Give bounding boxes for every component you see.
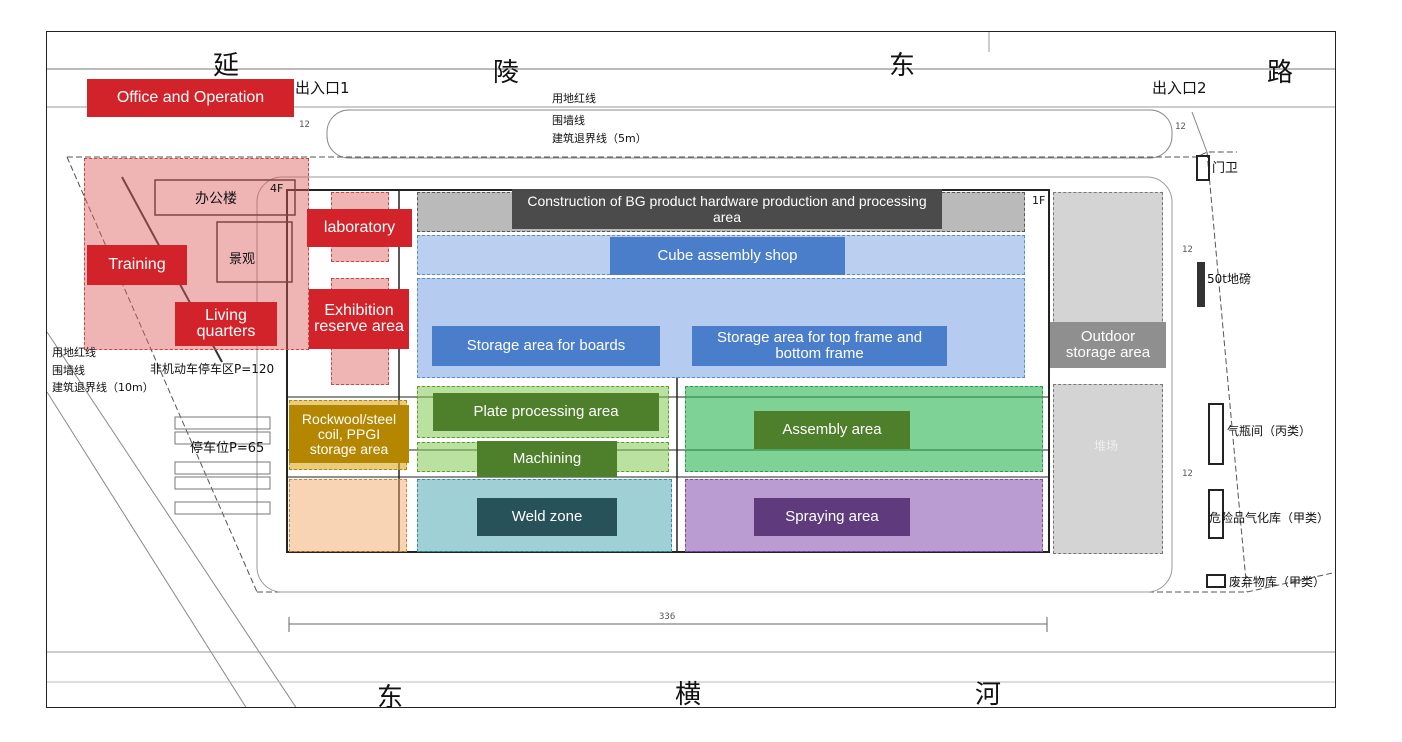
dimension-12-left: 12 (299, 120, 310, 130)
yard-text: 堆场 (1094, 439, 1119, 453)
dimension-12-right: 12 (1175, 122, 1186, 132)
label-office-operation: Office and Operation (87, 79, 294, 117)
office-building-text: 办公楼 (195, 191, 237, 207)
label-bg-hardware: Construction of BG product hardware prod… (512, 189, 942, 229)
site-plan-frame: 延 陵 东 路 东 横 河 出入口1 出入口2 用地红线 围墙线 建筑退界线（5… (46, 31, 1336, 708)
road-north-3: 东 (889, 51, 916, 81)
label-weld-zone: Weld zone (477, 498, 617, 536)
land-line-text: 用地红线 (552, 92, 596, 105)
left-land-line-text: 用地红线 (52, 346, 96, 359)
label-rockwool-storage: Rockwool/steel coil, PPGI storage area (289, 405, 409, 463)
label-plate-processing: Plate processing area (433, 393, 659, 431)
road-south-3: 河 (975, 680, 1002, 708)
label-cube-assembly: Cube assembly shop (610, 237, 845, 275)
label-storage-boards: Storage area for boards (432, 326, 660, 366)
setback-5m-text: 建筑退界线（5m） (552, 132, 647, 145)
gas-room-text: 气瓶间（丙类） (1227, 424, 1312, 438)
label-training: Training (87, 245, 187, 285)
gate-text: 门卫 (1212, 161, 1239, 176)
road-north-1: 延 (213, 51, 240, 81)
label-storage-top-bottom-frame: Storage area for top frame and bottom fr… (692, 326, 947, 366)
office-floors-text: 4F (270, 182, 284, 195)
left-setback-text: 建筑退界线（10m） (52, 381, 154, 394)
zone-warehouse-shade (289, 479, 407, 552)
label-outdoor-storage: Outdoor storage area (1050, 322, 1166, 368)
bike-parking-text: 非机动车停车区P=120 (150, 362, 275, 376)
landscape-text: 景观 (229, 252, 256, 267)
label-exhibition-reserve: Exhibition reserve area (309, 289, 409, 349)
floor-1f-text: 1F (1032, 194, 1046, 207)
entrance-2-text: 出入口2 (1152, 79, 1207, 97)
zone-outdoor-shade-bottom (1053, 384, 1163, 554)
label-living-quarters: Living quarters (175, 302, 277, 346)
dimension-336: 336 (659, 612, 676, 622)
entrance-1-text: 出入口1 (295, 79, 350, 97)
dimension-12-south: 12 (1182, 469, 1193, 479)
label-machining: Machining (477, 441, 617, 477)
road-south-2: 横 (675, 680, 702, 708)
label-laboratory: laboratory (307, 209, 412, 247)
waste-store-text: 废弃物库（甲类） (1229, 575, 1326, 589)
label-spraying-area: Spraying area (754, 498, 910, 536)
road-south-1: 东 (377, 683, 404, 708)
road-north-4: 路 (1267, 58, 1294, 88)
left-wall-line-text: 围墙线 (52, 364, 85, 377)
wall-line-text: 围墙线 (552, 114, 585, 127)
label-assembly-area: Assembly area (754, 411, 910, 449)
weighbridge-text: 50t地磅 (1207, 272, 1251, 286)
hazard-store-text: 危险品气化库（甲类） (1209, 511, 1330, 525)
car-parking-text: 停车位P=65 (190, 441, 265, 456)
road-north-2: 陵 (493, 58, 520, 88)
dimension-12-east: 12 (1182, 245, 1193, 255)
